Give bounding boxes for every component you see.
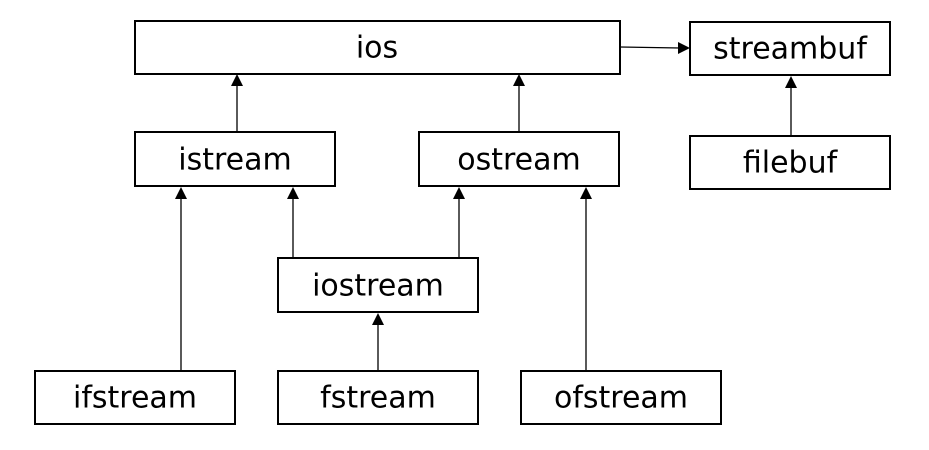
edge-ifstream-istream xyxy=(175,187,187,371)
node-ostream-label: ostream xyxy=(457,143,581,178)
edge-ostream-ios xyxy=(513,74,525,132)
node-iostream: iostream xyxy=(277,257,479,313)
edges xyxy=(175,42,797,371)
node-iostream-box xyxy=(277,257,479,313)
node-streambuf: streambuf xyxy=(689,21,891,76)
edge-iostream-ostream xyxy=(453,187,465,258)
node-ostream-box xyxy=(418,131,620,187)
node-ios: ios xyxy=(134,20,621,75)
edge-filebuf-streambuf xyxy=(785,76,797,136)
node-filebuf-box xyxy=(689,135,891,190)
node-ofstream: ofstream xyxy=(520,370,722,425)
node-ifstream: ifstream xyxy=(34,370,236,425)
node-ostream: ostream xyxy=(418,131,620,187)
node-istream-label: istream xyxy=(178,143,291,178)
node-istream-box xyxy=(134,131,336,187)
node-istream: istream xyxy=(134,131,336,187)
node-ifstream-box xyxy=(34,370,236,425)
node-iostream-label: iostream xyxy=(312,269,444,304)
edge-istream-ios xyxy=(231,74,243,132)
edge-ofstream-ostream xyxy=(580,187,592,371)
node-ofstream-box xyxy=(520,370,722,425)
edge-ios-streambuf xyxy=(619,42,690,54)
node-fstream-label: fstream xyxy=(320,381,436,416)
node-ios-box xyxy=(134,20,621,75)
node-filebuf: filebuf xyxy=(689,135,891,190)
node-ofstream-label: ofstream xyxy=(554,381,688,416)
node-fstream-box xyxy=(277,370,479,425)
node-streambuf-label: streambuf xyxy=(713,32,868,67)
node-ifstream-label: ifstream xyxy=(73,381,197,416)
node-ios-label: ios xyxy=(356,31,398,66)
node-fstream: fstream xyxy=(277,370,479,425)
edge-iostream-istream xyxy=(287,187,299,258)
node-filebuf-label: filebuf xyxy=(743,146,839,181)
edge-fstream-iostream xyxy=(372,313,384,371)
node-streambuf-box xyxy=(689,21,891,76)
nodes: ios streambuf istream ostream filebuf io… xyxy=(34,20,891,425)
